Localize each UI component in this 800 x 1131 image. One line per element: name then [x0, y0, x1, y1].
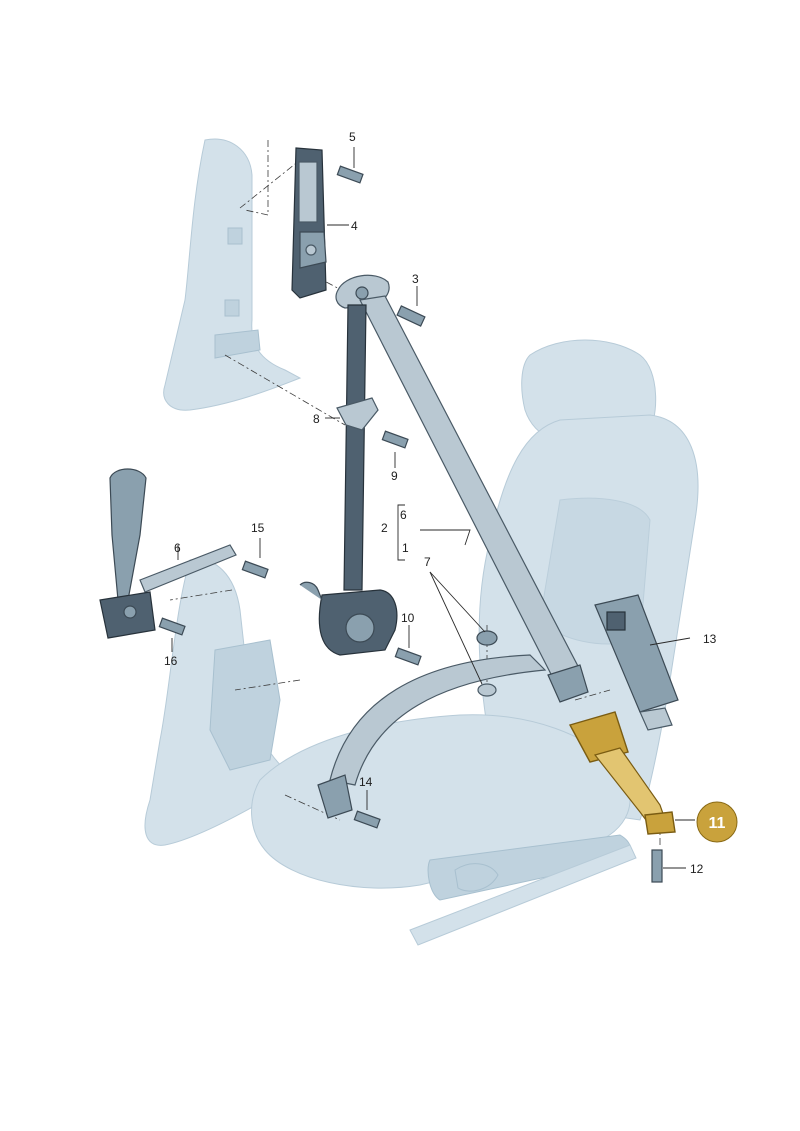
callout-labels: 5 4 3 8 9 6 2 1 7 6 15 16 10 14 13 12: [164, 130, 717, 876]
highlight-badge-11: 11: [696, 801, 738, 843]
vertical-webbing: [343, 304, 367, 591]
callout-3: 3: [412, 272, 419, 286]
lap-webbing: [317, 654, 547, 819]
callout-10: 10: [401, 611, 415, 625]
caps-7: [476, 630, 498, 697]
bolt-3: [396, 305, 426, 327]
bolt-10: [394, 647, 422, 666]
bolt-15: [241, 560, 269, 579]
belt-guide-loop: [336, 397, 379, 431]
highlight-label: 11: [709, 815, 726, 832]
belt-tongue-13: [594, 594, 679, 731]
height-adjuster-rail: [291, 147, 327, 299]
callout-15: 15: [251, 521, 265, 535]
bolt-5: [336, 165, 364, 184]
belt-retractor: [299, 581, 398, 656]
callout-4: 4: [351, 219, 358, 233]
highlighted-buckle-11: [568, 711, 676, 835]
callout-9: 9: [391, 469, 398, 483]
callout-13: 13: [703, 632, 717, 646]
bolt-16: [158, 617, 186, 636]
callout-16: 16: [164, 654, 178, 668]
bolt-14: [353, 810, 381, 829]
shoulder-webbing: [359, 295, 589, 703]
bolt-12: [651, 849, 663, 883]
left-buckle-assembly: [99, 468, 237, 639]
callout-7: 7: [424, 555, 431, 569]
callout-8: 8: [313, 412, 320, 426]
b-pillar-upper: [163, 138, 302, 411]
callout-12: 12: [690, 862, 704, 876]
callout-1: 1: [402, 541, 409, 555]
callout-2: 2: [381, 521, 388, 535]
leader-lines: [171, 147, 695, 869]
callout-6a: 6: [174, 541, 181, 555]
bolt-9: [381, 430, 409, 449]
callout-14: 14: [359, 775, 373, 789]
callout-6b: 6: [400, 508, 407, 522]
callout-5: 5: [349, 130, 356, 144]
